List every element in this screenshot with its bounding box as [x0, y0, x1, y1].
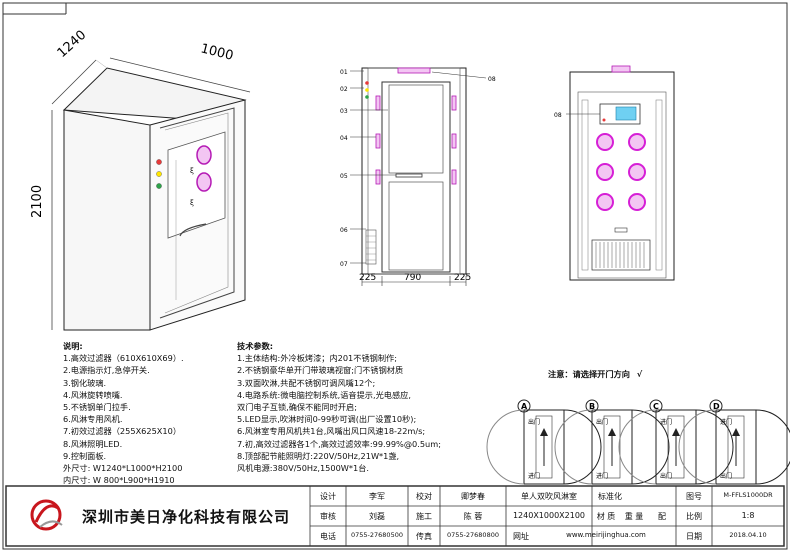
door-out-c: 出门 [660, 472, 672, 480]
note-item: 内尺寸: W 800*L900*H1910 [63, 475, 175, 486]
phone-value: 0755-27680500 [351, 531, 403, 539]
label-08: 08 [488, 76, 496, 83]
web-value: www.meirijinghua.com [566, 531, 646, 539]
door-letter-d: D [713, 402, 720, 411]
door-option-a [486, 399, 602, 485]
phone-label: 电话 [320, 532, 336, 541]
spec-item: 3.双面吹淋,共配不锈钢可调风嘴12个; [237, 377, 376, 388]
company-logo [30, 499, 63, 531]
iso-length-dim: 1240 [55, 28, 90, 61]
door-letter-c: C [653, 402, 659, 411]
iso-height-dim: 2100 [30, 185, 45, 218]
spec-item: 风机电源:380V/50Hz,1500W*1台. [237, 463, 369, 474]
spec-item: 7.初,高效过滤器各1个,高效过滤效率:99.99%@0.5um; [237, 438, 441, 449]
door-note-label: 注意：请选择开门方向 [548, 369, 630, 379]
product-name: 单人双吹风淋室 [521, 492, 577, 501]
check-label: 校对 [416, 492, 432, 501]
specs-block: 技术参数: 1.主体结构:外冷板烤漆；内201不锈钢制作; 2.不锈钢豪华单开门… [237, 340, 441, 474]
door-note: 注意：请选择开门方向 √ [548, 368, 642, 380]
back-elevation: 08 [554, 65, 675, 281]
specs-heading: 技术参数: [237, 341, 274, 351]
iso-width-dim: 1000 [199, 41, 235, 64]
build-label: 施工 [416, 512, 432, 521]
label-07: 07 [340, 261, 348, 268]
scale-value: 1:8 [741, 511, 755, 520]
note-item: 外尺寸: W1240*L1000*H2100 [63, 463, 183, 474]
label-04: 04 [340, 135, 348, 142]
spec-item: 1.主体结构:外冷板烤漆；内201不锈钢制作; [237, 353, 397, 364]
svg-text:ξ: ξ [190, 199, 194, 207]
match-label: 配 [658, 512, 666, 521]
spec-item: 4.电路系统:微电脑控制系统,语音提示,光电感应, [237, 389, 411, 400]
door-out-a: 出门 [528, 418, 540, 426]
fax-value: 0755-27680800 [447, 531, 499, 539]
std-label: 标准化 [598, 492, 622, 501]
note-item: 8.风淋照明LED. [63, 438, 123, 449]
date-value: 2018.04.10 [729, 531, 767, 539]
drawing-no-value: M-FFLS1000DR [723, 491, 773, 499]
notes-block: 说明: 1.高效过滤器（610X610X69）. 2.电源指示灯,急停开关. 3… [63, 340, 184, 486]
note-item: 2.电源指示灯,急停开关. [63, 365, 150, 376]
note-item: 1.高效过滤器（610X610X69）. [63, 353, 184, 364]
label-03: 03 [340, 108, 348, 115]
label-01: 01 [340, 69, 348, 76]
material-label: 材 质 [596, 512, 616, 521]
front-dim-left: 225 [359, 273, 376, 283]
note-item: 7.初效过滤器（255X625X10） [63, 426, 182, 437]
review-value: 刘磊 [369, 512, 385, 521]
spec-item: 双门电子互锁,确保不能同时开启; [237, 402, 357, 413]
drawing-no-label: 图号 [686, 492, 702, 501]
door-option-b [554, 399, 670, 485]
review-label: 审核 [320, 512, 336, 521]
door-option-c [618, 399, 734, 485]
spec-item: 5.LED显示,吹淋时间0-99秒可调(出厂设置10秒); [237, 414, 417, 425]
date-label: 日期 [686, 532, 702, 541]
company-name: 深圳市美日净化科技有限公司 [82, 508, 291, 526]
note-item: 9.控制面板. [63, 450, 107, 461]
title-block-grid [5, 485, 785, 547]
door-out-b: 出门 [596, 418, 608, 426]
door-out-d: 出门 [720, 472, 732, 480]
fax-label: 传真 [416, 532, 432, 541]
front-dim-middle: 790 [404, 273, 421, 283]
front-elevation: 01 02 03 04 05 06 07 08 225 790 225 [340, 67, 496, 286]
isometric-view: ξ ξ 1240 1000 2100 [30, 28, 251, 331]
label-06: 06 [340, 227, 348, 234]
note-item: 5.不锈钢单门拉手. [63, 402, 131, 413]
spec-item: 6.风淋室专用风机共1台,风嘴出风口风速18-22m/s; [237, 426, 426, 437]
door-letter-a: A [521, 402, 528, 411]
design-label: 设计 [320, 492, 336, 501]
door-in-b: 进门 [596, 472, 608, 480]
notes-heading: 说明: [63, 341, 83, 351]
build-value: 陈 蓉 [463, 512, 483, 521]
weight-label: 重 量 [624, 512, 644, 521]
spec-item: 8.顶部配节能照明灯:220V/50Hz,21W*1盏, [237, 450, 400, 461]
label-02: 02 [340, 86, 348, 93]
check-value: 卿梦春 [461, 492, 485, 501]
size-value: 1240X1000X2100 [512, 511, 586, 520]
web-label: 网址 [513, 532, 529, 541]
door-note-mark: √ [636, 369, 643, 379]
note-item: 4.风淋旋转喷嘴. [63, 389, 123, 400]
scale-label: 比例 [686, 512, 702, 521]
door-in-c: 进门 [660, 418, 672, 426]
note-item: 6.风淋专用风机. [63, 414, 123, 425]
door-in-a: 进门 [528, 472, 540, 480]
spec-item: 2.不锈钢豪华单开门带玻璃视窗;门不锈钢材质 [237, 365, 404, 376]
door-in-d: 进门 [720, 418, 732, 426]
label-05: 05 [340, 173, 348, 180]
door-option-d [678, 399, 790, 485]
door-options: A B C D 出门 进门 出门 进门 进门 出门 进门 出门 [486, 399, 790, 485]
door-letter-b: B [589, 402, 595, 411]
note-item: 3.钢化玻璃. [63, 377, 107, 388]
back-label-08: 08 [554, 112, 562, 119]
front-dim-right: 225 [454, 273, 471, 283]
design-value: 李军 [369, 492, 385, 501]
svg-text:ξ: ξ [190, 167, 194, 175]
